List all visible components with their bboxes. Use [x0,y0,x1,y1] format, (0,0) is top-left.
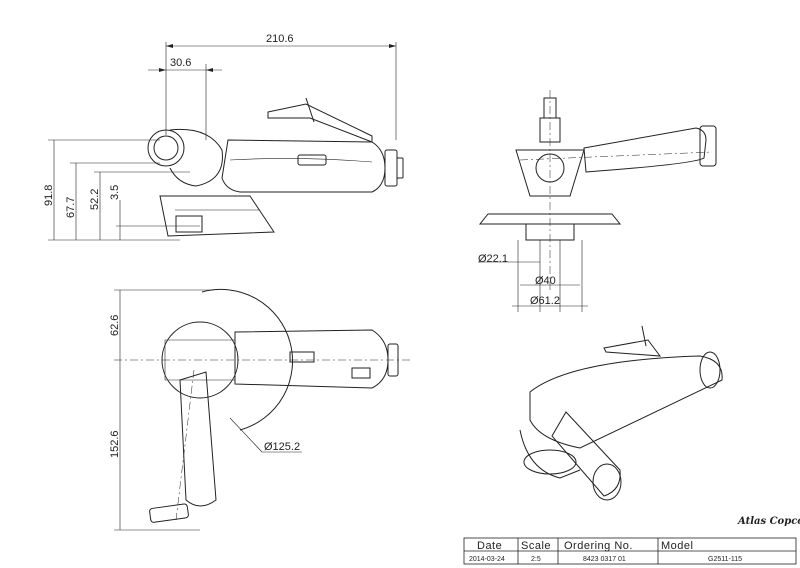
dim-spindle-dia: Ø22.1 [478,253,508,265]
dim-overall-length: 210.6 [266,33,294,45]
isometric-view [519,325,723,501]
dim-height-total: 91.8 [43,185,55,206]
dim-guard-inner-dia: Ø61.2 [530,295,560,307]
brand-logo: Atlas Copco [737,516,800,527]
value-model: G2511-115 [708,556,742,563]
value-scale: 2:5 [531,556,541,563]
dim-flange-dia: Ø40 [535,275,556,287]
value-date: 2014-03-24 [469,556,505,563]
header-model: Model [661,540,693,552]
dimension-labels: 210.6 30.6 91.8 67.7 52.2 3.5 Ø22.1 Ø40 … [43,33,560,458]
header-ordering-no: Ordering No. [564,540,633,552]
dim-head-offset: 30.6 [170,57,191,69]
side-view [48,42,404,241]
header-scale: Scale [521,540,551,552]
header-date: Date [477,540,502,552]
dim-guard-offset: 62.6 [109,315,121,336]
dim-height-67: 67.7 [65,197,77,218]
dim-wheel-dia: Ø125.2 [264,441,300,453]
dim-height-3: 3.5 [109,185,121,200]
value-ordering-no: 8423 0317 01 [583,556,626,563]
title-block: Date Scale Ordering No. Model 2014-03-24… [463,516,800,565]
front-view [478,90,717,312]
dim-height-52: 52.2 [89,189,101,210]
bottom-view [114,288,410,531]
dim-handle-reach: 152.6 [109,430,121,458]
